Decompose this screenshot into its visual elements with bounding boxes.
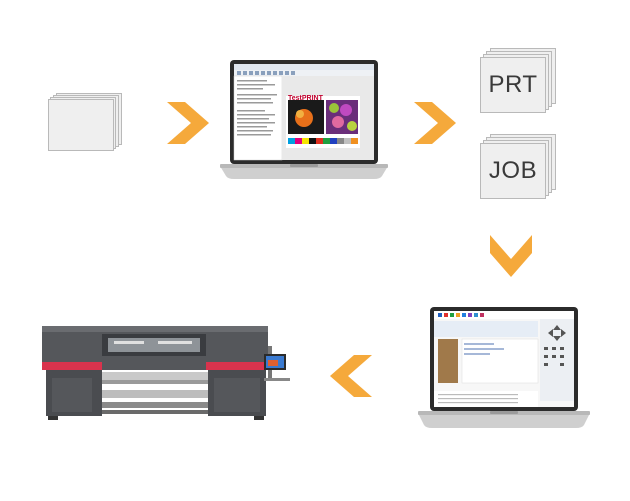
prt-label: PRT: [488, 71, 538, 98]
laptop-print-control: [418, 307, 590, 428]
printer-machine: [42, 326, 290, 420]
source-file-card: [48, 99, 114, 151]
job-file-stack: JOB: [480, 134, 560, 200]
arrow-left-icon: [330, 355, 372, 397]
job-label: JOB: [488, 157, 538, 184]
arrow-right-icon: [167, 102, 209, 144]
job-file-card: JOB: [480, 143, 546, 199]
laptop-logo-text: TestPRINT: [288, 95, 323, 102]
prt-file-card: PRT: [480, 57, 546, 113]
prt-file-stack: PRT: [480, 48, 560, 114]
arrow-down-icon: [490, 235, 532, 277]
source-file-stack: [48, 93, 124, 153]
laptop-design-software: [220, 60, 388, 179]
arrow-right-icon: [414, 102, 456, 144]
